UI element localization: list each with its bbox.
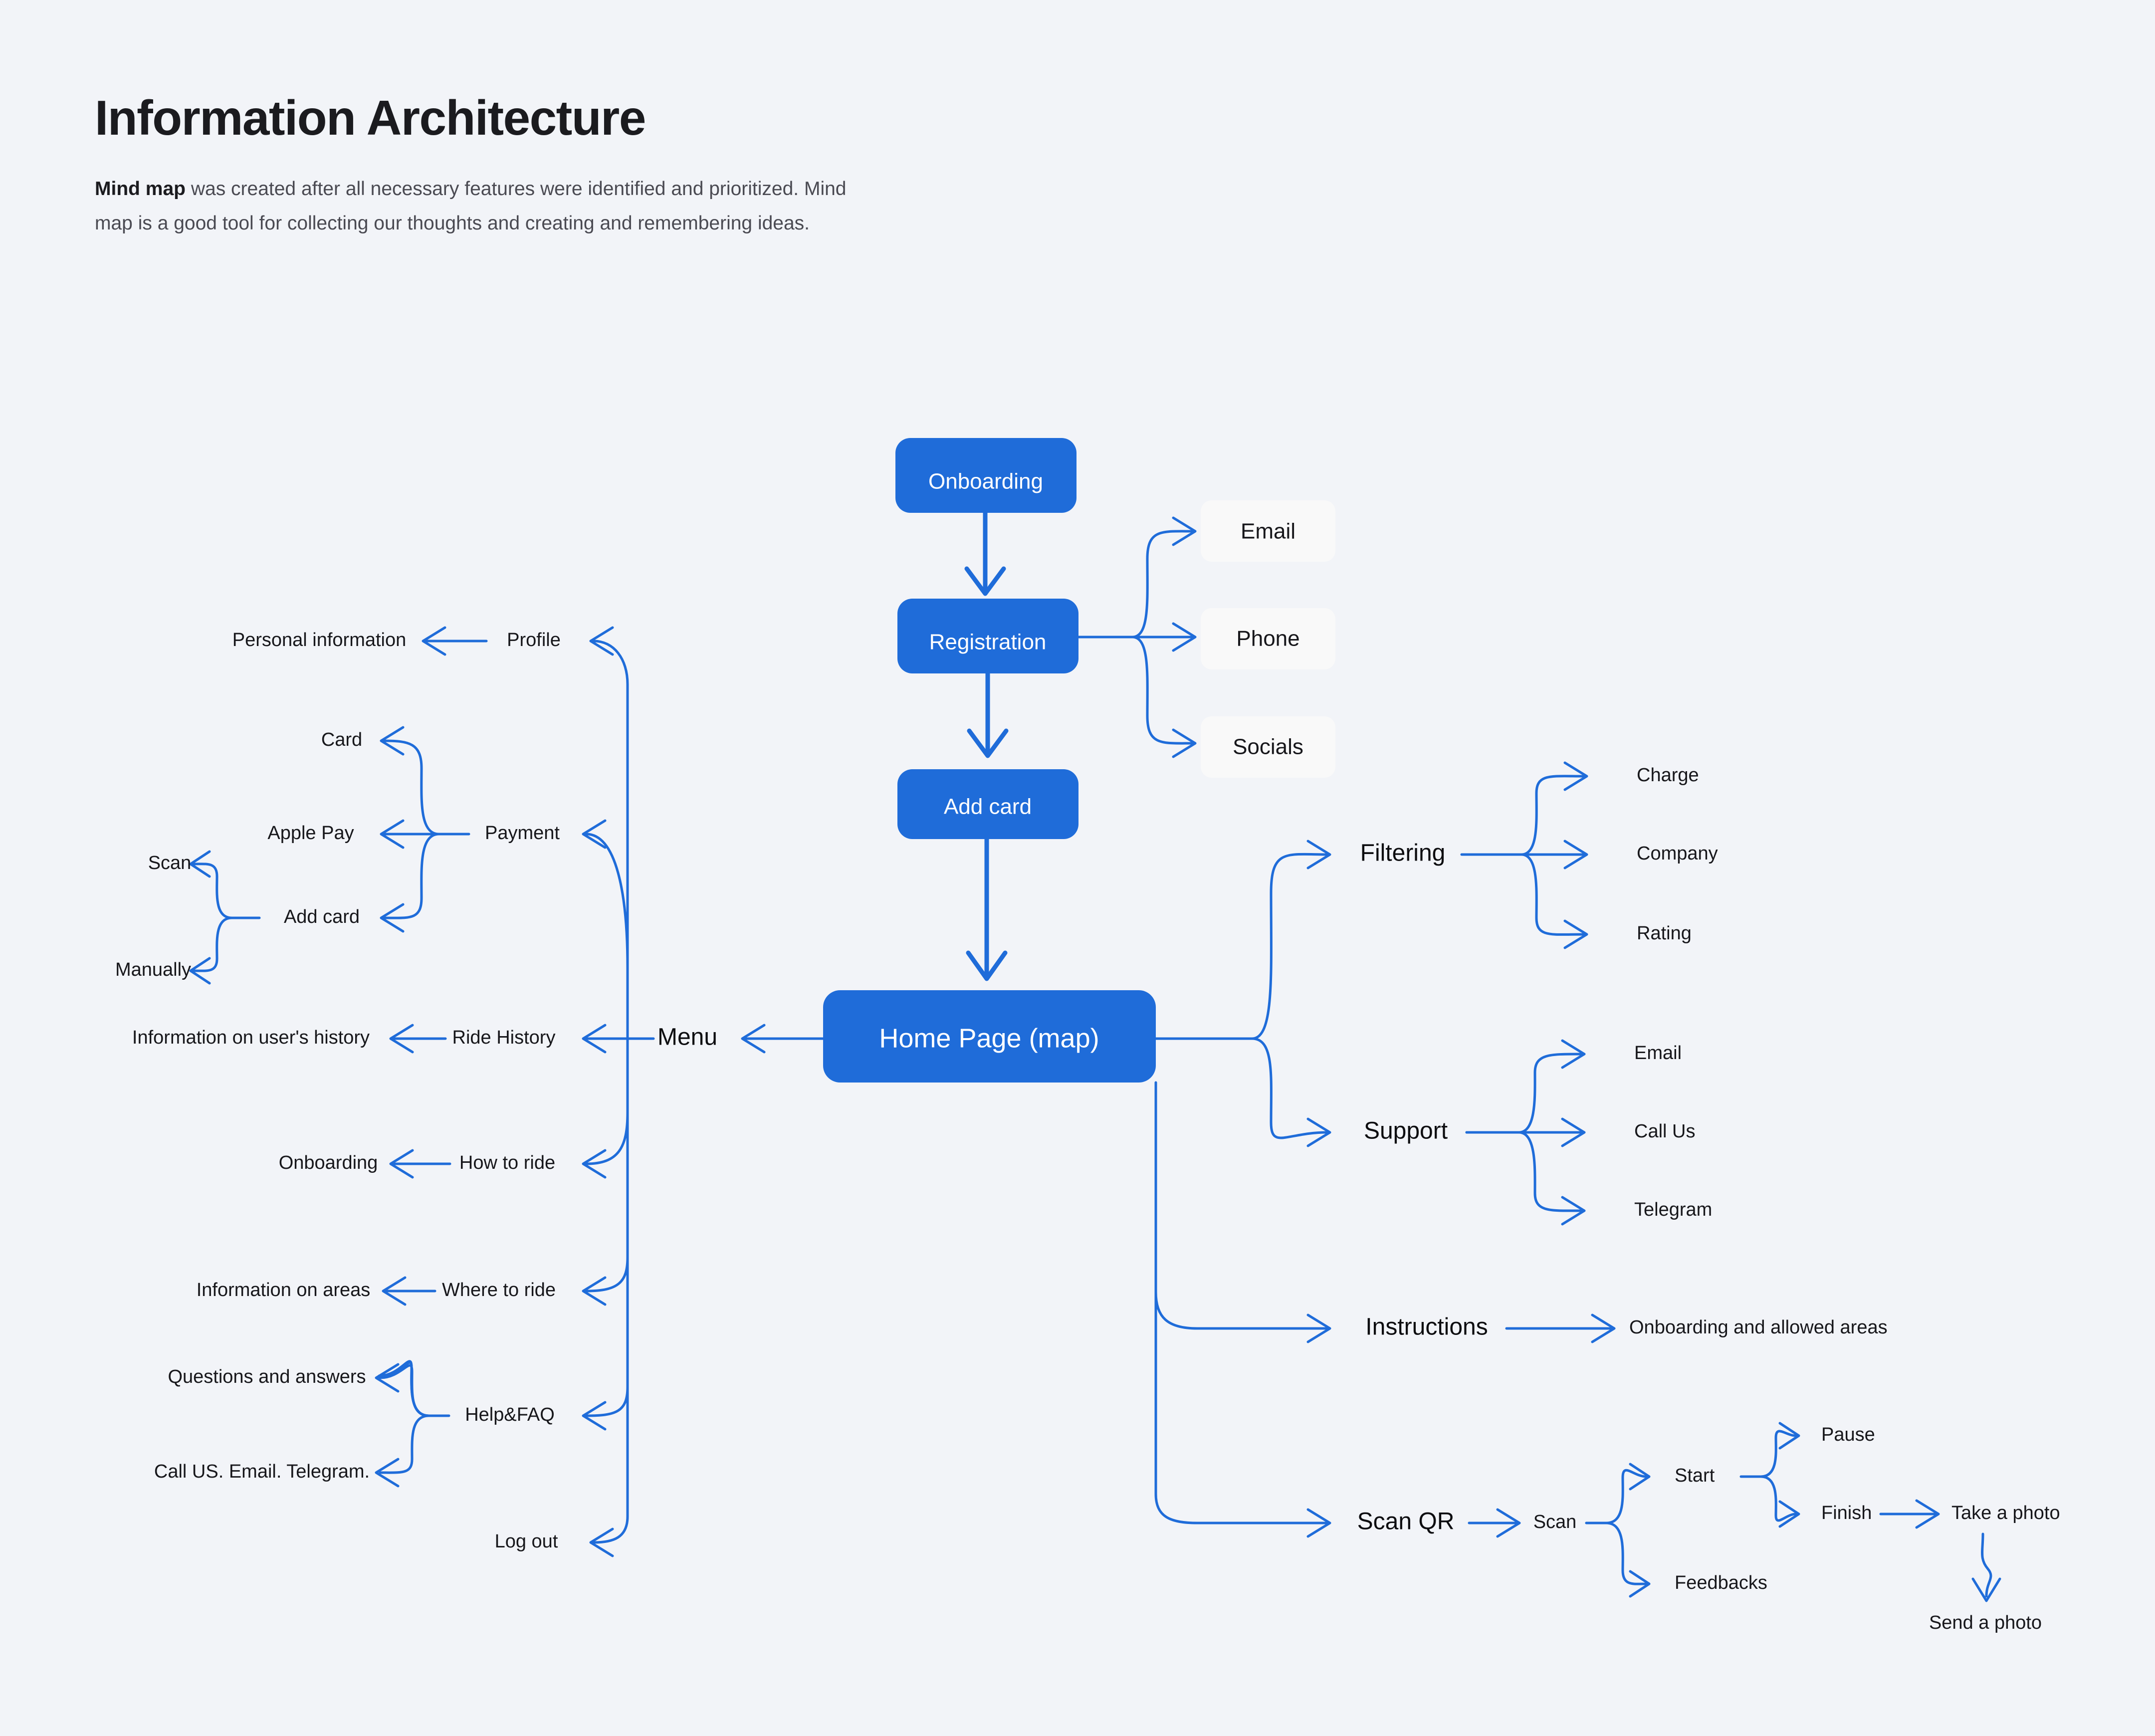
menu-leaf-payment-apple-pay[interactable]: Apple Pay [267, 823, 354, 844]
edges-registration-options [1077, 516, 1197, 758]
edge-spine-to-ride-history [582, 1024, 629, 1054]
menu-leaf-questions-and-answers[interactable]: Questions and answers [168, 1366, 366, 1387]
leaf-filtering-charge[interactable]: Charge [1637, 765, 1699, 786]
node-registration-socials[interactable]: Socials [1201, 716, 1335, 778]
edges-payment-children [380, 726, 470, 933]
branch-instructions[interactable]: Instructions [1365, 1314, 1488, 1340]
node-scan[interactable]: Scan [1533, 1512, 1577, 1532]
edge-registration-to-addcard [967, 671, 1009, 758]
node-home-page[interactable]: Home Page (map) [823, 990, 1156, 1083]
right-bottom-trunk [1154, 1081, 1331, 1538]
menu-item-ride-history[interactable]: Ride History [452, 1027, 556, 1048]
menu-leaf-payment-add-card[interactable]: Add card [284, 906, 360, 927]
node-start-pause[interactable]: Pause [1821, 1424, 1875, 1445]
node-take-a-photo[interactable]: Take a photo [1951, 1503, 2060, 1523]
edges-helpfaq-children [375, 1360, 450, 1488]
edge-spine-to-where-to-ride [582, 1256, 629, 1306]
leaf-filtering-company[interactable]: Company [1637, 843, 1718, 864]
edge-homepage-to-menu [741, 1024, 825, 1054]
menu-item-log-out[interactable]: Log out [495, 1531, 558, 1552]
menu-item-payment[interactable]: Payment [485, 823, 560, 844]
page-title: Information Architecture [95, 90, 646, 145]
right-trunk [1154, 840, 1331, 1147]
edge-scanqr-to-scan [1468, 1508, 1521, 1538]
node-start-finish[interactable]: Finish [1821, 1503, 1872, 1523]
node-registration-phone-label: Phone [1236, 627, 1299, 651]
edge-addcard-to-homepage [966, 833, 1008, 981]
node-registration-label: Registration [929, 630, 1047, 654]
menu-item-profile[interactable]: Profile [507, 630, 561, 651]
edge-spine-to-how-to-ride [582, 1111, 629, 1179]
menu-leaf-howtoride-onboarding[interactable]: Onboarding [279, 1152, 378, 1173]
node-add-card-label: Add card [944, 795, 1032, 819]
edge-onboarding-to-registration [964, 510, 1006, 596]
node-onboarding[interactable]: Onboarding [895, 438, 1077, 513]
menu-leaf-information-on-areas[interactable]: Information on areas [197, 1280, 371, 1301]
menu-item-help-faq[interactable]: Help&FAQ [465, 1404, 555, 1425]
branch-scan-qr[interactable]: Scan QR [1357, 1509, 1455, 1535]
node-send-a-photo[interactable]: Send a photo [1929, 1612, 2042, 1633]
leaf-support-email[interactable]: Email [1634, 1043, 1682, 1064]
node-registration-email-label: Email [1241, 519, 1295, 544]
edge-takephoto-to-sendphoto [1971, 1532, 2001, 1602]
edges-filtering-children [1460, 761, 1588, 949]
leaf-support-call-us[interactable]: Call Us [1634, 1121, 1695, 1142]
edge-profile-to-personal-information [422, 626, 488, 656]
node-registration-socials-label: Socials [1233, 735, 1303, 759]
edge-ridehistory-to-info [389, 1024, 447, 1054]
edge-spine-to-payment [582, 819, 629, 969]
leaf-filtering-rating[interactable]: Rating [1637, 923, 1692, 944]
node-registration-email[interactable]: Email [1201, 500, 1335, 562]
menu-item-how-to-ride[interactable]: How to ride [459, 1152, 555, 1173]
menu-leaf-information-on-users-history[interactable]: Information on user's history [132, 1027, 370, 1048]
node-onboarding-label: Onboarding [928, 469, 1043, 494]
menu-leaf-addcard-manually[interactable]: Manually [115, 959, 191, 980]
node-add-card[interactable]: Add card [897, 769, 1078, 839]
leaf-instructions-onboarding-areas[interactable]: Onboarding and allowed areas [1629, 1317, 1888, 1338]
node-registration-phone[interactable]: Phone [1201, 608, 1335, 669]
intro-strong: Mind map [95, 178, 186, 200]
intro-rest: was created after all necessary features… [95, 178, 847, 234]
edges-scan-children [1585, 1463, 1651, 1598]
edges-support-children [1465, 1039, 1586, 1226]
edge-howtoride-to-onboarding [389, 1149, 451, 1179]
node-registration[interactable]: Registration [897, 599, 1078, 673]
branch-filtering[interactable]: Filtering [1360, 840, 1446, 867]
menu-leaf-personal-information[interactable]: Personal information [232, 630, 407, 651]
menu-spine [589, 626, 655, 1557]
node-menu-label[interactable]: Menu [657, 1024, 717, 1051]
edge-instructions-to-leaf [1505, 1313, 1616, 1343]
intro-paragraph: Mind map was created after all necessary… [95, 172, 873, 241]
branch-support[interactable]: Support [1364, 1118, 1448, 1144]
edge-spine-to-help-faq [582, 1385, 629, 1431]
edges-start-children [1739, 1422, 1800, 1528]
node-home-page-label: Home Page (map) [879, 1023, 1099, 1053]
leaf-support-telegram[interactable]: Telegram [1634, 1199, 1712, 1220]
edge-finish-to-take-photo [1879, 1499, 1940, 1529]
menu-leaf-payment-card[interactable]: Card [321, 729, 362, 750]
edges-addcard-children [189, 850, 261, 985]
menu-item-where-to-ride[interactable]: Where to ride [442, 1280, 556, 1301]
node-scan-feedbacks[interactable]: Feedbacks [1675, 1572, 1767, 1593]
page-header: Information Architecture Mind map was cr… [95, 92, 943, 241]
node-scan-start[interactable]: Start [1675, 1465, 1715, 1486]
menu-leaf-addcard-scan[interactable]: Scan [148, 853, 192, 873]
menu-leaf-call-email-telegram[interactable]: Call US. Email. Telegram. [154, 1461, 370, 1482]
edge-wheretoride-to-info-areas [382, 1276, 436, 1306]
